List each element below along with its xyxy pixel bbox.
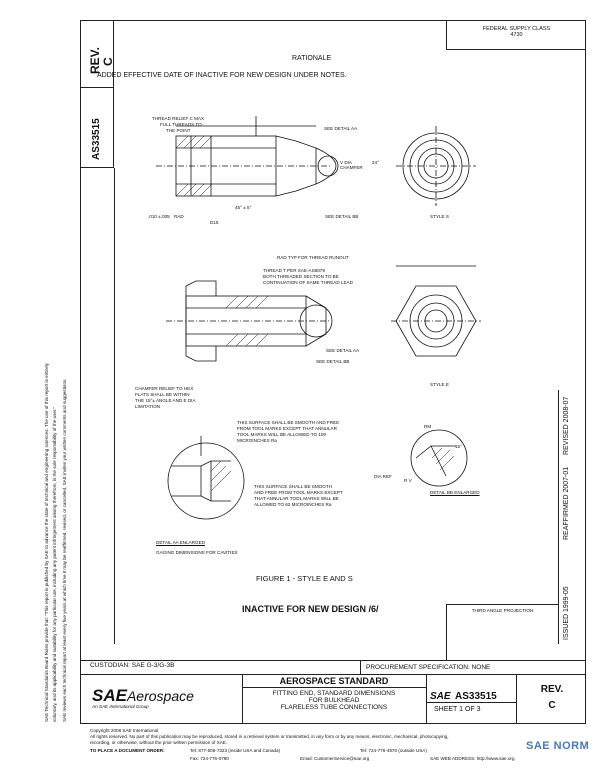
rev-value-bottom: C: [548, 700, 556, 711]
third-angle-label: THIRD ANGLE PROJECTION: [471, 608, 534, 613]
third-angle-box: THIRD ANGLE PROJECTION: [446, 604, 558, 660]
revision-issued: ISSUED 1999-05: [563, 586, 570, 640]
doc-number: AS33515: [455, 691, 497, 702]
procurement: PROCUREMENT SPECIFICATION: NONE: [366, 664, 491, 671]
brand-aerospace: Aerospace: [126, 688, 194, 704]
rev-box: REV. C: [80, 20, 115, 88]
doc-number-block: SAE AS33515: [430, 686, 497, 704]
label-rv: R V: [404, 478, 412, 483]
side-notice-line2: voluntary, and its applicability and sui…: [52, 406, 57, 722]
revision-revised: REVISED 2008-07: [563, 396, 570, 455]
doc-code-box: AS33515: [80, 88, 114, 168]
sheet-number: SHEET 1 OF 3: [434, 706, 481, 713]
footer-tel1: Tel: 877-606-7323 (inside USA and Canada…: [190, 748, 281, 753]
footer-tel2: Tel: 724-776-4970 (outside USA): [360, 748, 427, 753]
rev-value: C: [101, 57, 115, 66]
label-rm: RM: [424, 424, 432, 429]
label-detail-aa: DETAIL AA ENLARGED: [156, 540, 206, 545]
label-style-e: STYLE E: [430, 382, 449, 387]
label-rad-tol: .010 ±.005: [148, 214, 170, 219]
supply-class-box: FEDERAL SUPPLY CLASS 4730: [446, 20, 586, 50]
revision-reaffirmed: REAFFIRMED 2007-01: [563, 466, 570, 540]
label-chamfer-3: THE 15°± ANGLE AND E DIA: [135, 398, 196, 403]
label-d15: D15: [210, 220, 219, 225]
footer-rights-2: recording, or otherwise, without the pri…: [90, 740, 228, 745]
surface-note-b2: AND FREE FROM TOOL MARKS EXCEPT: [254, 490, 343, 495]
footer-fax: Fax: 724-776-0790: [190, 756, 229, 761]
surface-note-1: THIS SURFACE SHALL BE SMOOTH AND FREE: [237, 420, 340, 425]
title-line-2: FOR BULKHEAD: [308, 697, 360, 704]
label-thread-note-1: THREAD T PER SAE-AS8879: [263, 268, 325, 273]
watermark: SAE NORM: [526, 740, 590, 752]
surface-note-2: FROM TOOL MARKS EXCEPT THAT ANNULAR: [237, 426, 337, 431]
doc-code: AS33515: [91, 118, 102, 160]
side-notice-line1: SAE Technical Standards Board Rules prov…: [44, 363, 49, 722]
brand-sae: SAE: [92, 686, 127, 705]
label-chamfer-2: FLATS SHALL BE WITHIN: [135, 392, 190, 397]
supply-class-value: 4730: [510, 32, 523, 38]
rationale-text: ADDED EFFECTIVE DATE OF INACTIVE FOR NEW…: [97, 72, 347, 79]
title-line-3: FLARELESS TUBE CONNECTIONS: [280, 704, 388, 711]
label-45deg: 45° ± 5°: [235, 205, 252, 210]
label-deg-24: 24°: [372, 160, 379, 165]
label-the-point: THE POINT: [166, 128, 191, 133]
label-see-bb-top: SEE DETAIL BB: [325, 214, 359, 219]
footer-web: SAE WEB ADDRESS: http://www.sae.org: [430, 756, 515, 761]
label-full-thread: FULL THREADS TO: [160, 122, 202, 127]
footer-email: Email: CustomerService@sae.org: [300, 756, 370, 761]
label-rad: RAD: [174, 214, 184, 219]
inactive-notice: INACTIVE FOR NEW DESIGN /6/: [242, 604, 379, 614]
side-notice-line3: SAE reviews each technical report at lea…: [62, 378, 67, 722]
label-see-aa: SEE DETAIL AA: [324, 126, 358, 131]
standard-type: AEROSPACE STANDARD: [242, 676, 426, 688]
label-15deg: 15°: [455, 444, 462, 449]
title-line-1: FITTING END, STANDARD DIMENSIONS: [272, 690, 396, 697]
figure-caption: FIGURE 1 - STYLE E AND S: [256, 574, 353, 583]
supply-class-label: FEDERAL SUPPLY CLASS: [482, 26, 551, 32]
label-detail-bb: DETAIL BB ENLARGED: [430, 490, 480, 495]
footer-order: TO PLACE A DOCUMENT ORDER:: [90, 748, 165, 753]
label-v-dia-chamfer: V DIA CHAMFER: [340, 160, 363, 171]
label-chamfer-4: LIMITATION: [135, 404, 161, 409]
footer-rights: All rights reserved. No part of this pub…: [90, 734, 449, 739]
rationale-title: RATIONALE: [292, 55, 332, 62]
label-chamfer-1: CHAMFER RELIEF TO HEX: [135, 386, 194, 391]
custodian: CUSTODIAN: SAE G-3/G-3B: [90, 662, 175, 669]
footer-copyright: Copyright 2008 SAE International: [90, 728, 159, 733]
surface-note-b3: THAT ANNULAR TOOL MARKS WILL BE: [254, 496, 339, 501]
surface-note-b1: THIS SURFACE SHALL BE SMOOTH: [254, 484, 332, 489]
label-thread-note-3: CONTINUATION OF SAME THREAD LEAD: [263, 280, 353, 285]
sae-logo: SAEAerospace An SAE International Group: [92, 686, 194, 709]
surface-note-3: TOOL MARKS WILL BE ALLOWED TO 100: [237, 432, 327, 437]
technical-drawing: [156, 116, 481, 520]
rev-label: REV.: [88, 47, 102, 74]
brand-sub: An SAE International Group: [92, 704, 149, 709]
label-style-s: STYLE S: [430, 214, 449, 219]
label-gaging: GAGING DIMENSIONS FOR CAVITIES: [156, 550, 238, 555]
rev-label-bottom: REV.: [540, 684, 564, 695]
label-dia-ref: DIA REF: [374, 474, 392, 479]
label-see-bb-mid: SEE DETAIL BB: [316, 359, 350, 364]
label-see-aa-mid: SEE DETAIL AA: [326, 348, 360, 353]
surface-note-b4: ALLOWED TO 63 MICROINCHES Ra: [254, 502, 332, 507]
surface-note-4: MICROINCHES Ra: [237, 438, 277, 443]
label-thread-note-2: BOTH THREADED SECTION TO BE: [263, 274, 339, 279]
label-rad-thread-runout: RAD TYP FOR THREAD RUNOUT: [277, 255, 349, 260]
label-thread-relief: THREAD RELIEF C MAX: [152, 116, 205, 121]
doc-sae: SAE: [430, 691, 451, 702]
